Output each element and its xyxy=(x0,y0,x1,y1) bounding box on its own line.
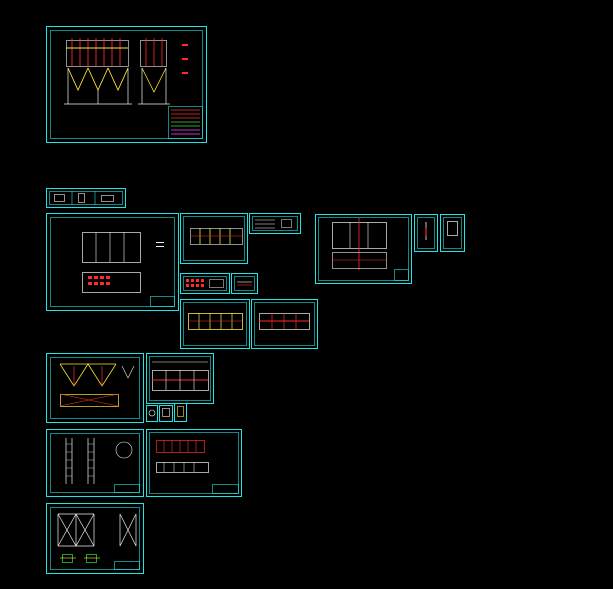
sheet-hopper-section[interactable] xyxy=(46,353,144,423)
sheet-support-structure[interactable] xyxy=(46,503,144,574)
sheet-ladder-detail[interactable] xyxy=(46,429,144,497)
sheet-frame-elevation-yellow[interactable] xyxy=(180,299,250,349)
sheet-red-grid-a[interactable] xyxy=(180,273,230,294)
sheet-parts-list-a[interactable] xyxy=(249,213,301,234)
sheet-frame-elevation-red[interactable] xyxy=(251,299,318,349)
sheet-inlet-box[interactable] xyxy=(315,214,412,284)
sheet-small-part-a[interactable] xyxy=(414,214,438,252)
sheet-detail-c[interactable] xyxy=(146,405,158,422)
sheet-tube-sheet-elevation[interactable] xyxy=(180,213,248,264)
sheet-housing-plan[interactable] xyxy=(46,213,179,311)
sheet-detail-e[interactable] xyxy=(174,403,187,422)
sheet-small-details-strip[interactable] xyxy=(46,188,126,208)
sheet-detail-d[interactable] xyxy=(159,405,173,422)
sheet-walkway-plan[interactable] xyxy=(146,429,242,497)
sheet-small-part-b[interactable] xyxy=(440,214,465,252)
sheet-beam-layout[interactable] xyxy=(146,353,214,404)
sheet-red-grid-b[interactable] xyxy=(231,273,258,294)
sheet-general-assembly[interactable] xyxy=(46,26,207,143)
